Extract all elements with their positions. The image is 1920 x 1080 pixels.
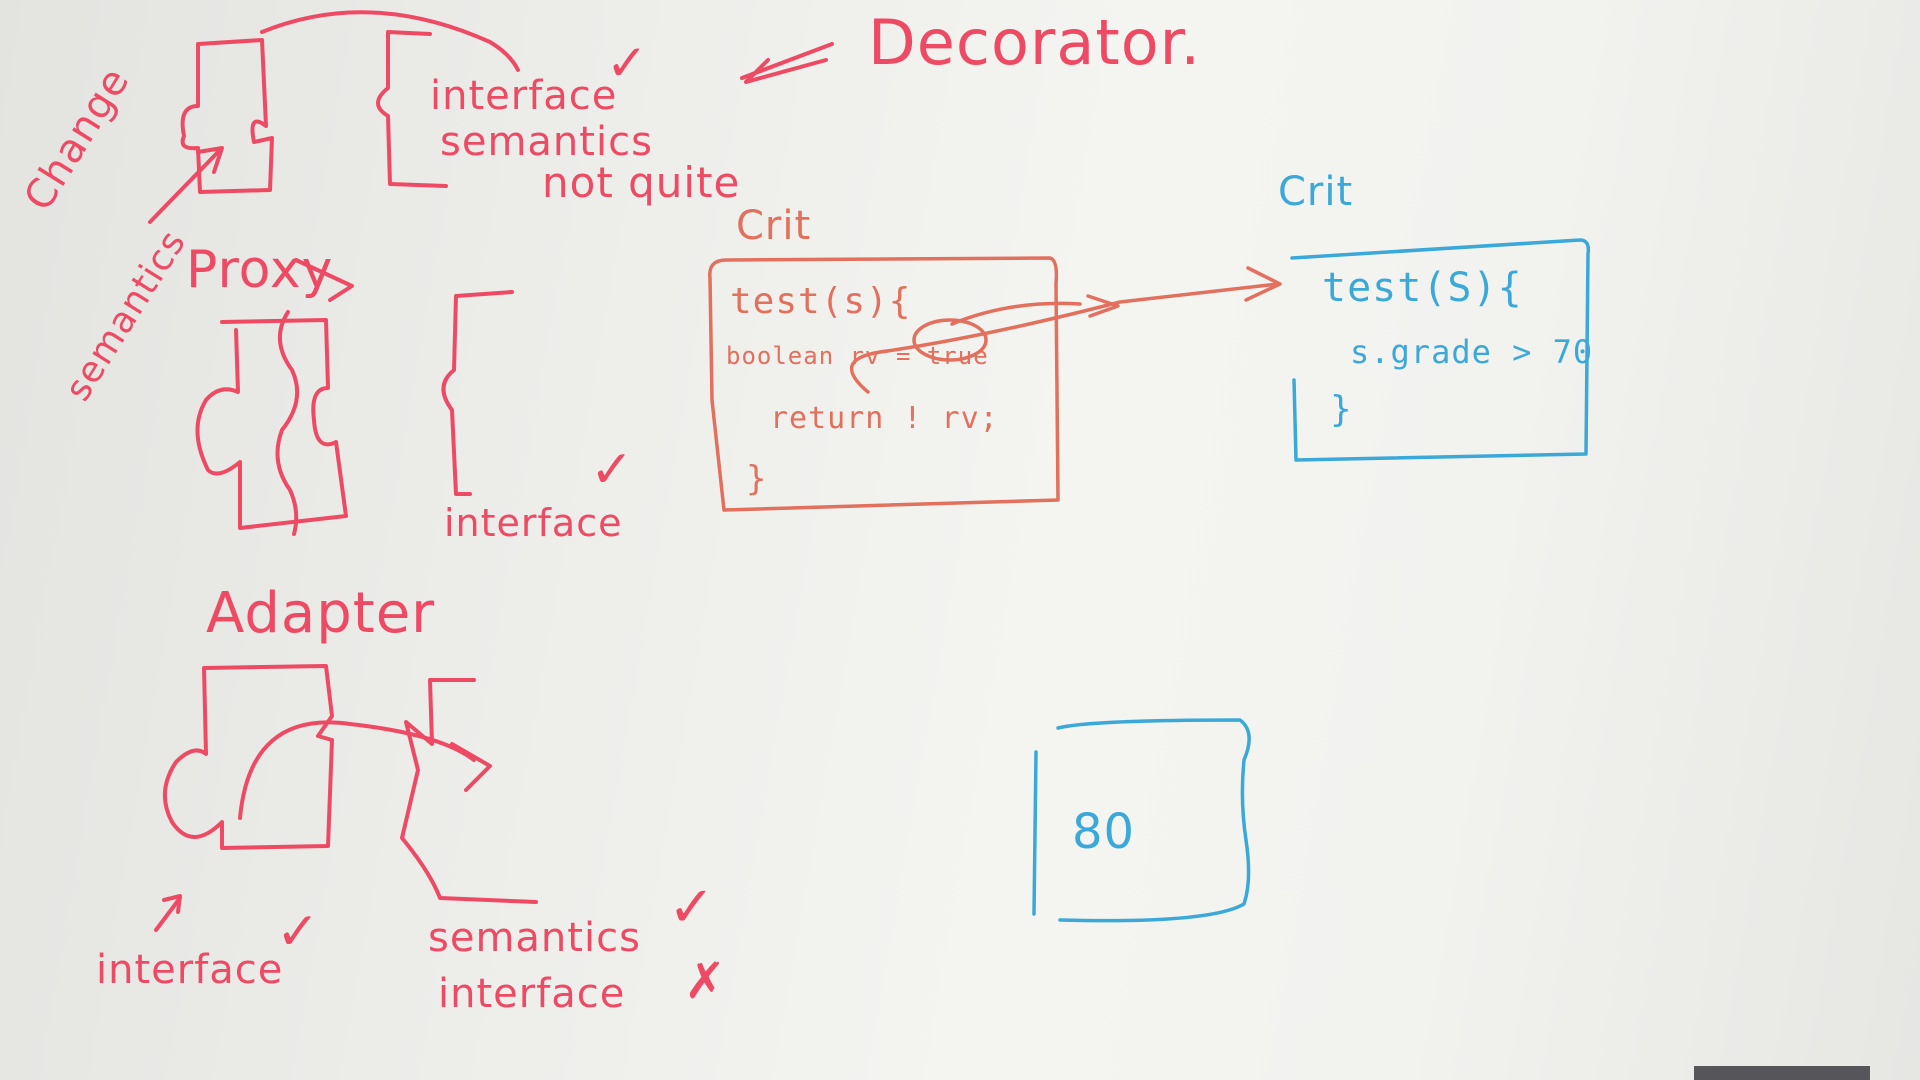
crit-left-box (708, 256, 1060, 512)
crit-left-code-line-2: boolean rv = true (726, 342, 989, 370)
adapter-semantics-check: ✓ (668, 875, 716, 940)
adapter-interface-pointer (154, 894, 182, 932)
proxy-interface-bracket (441, 290, 514, 496)
decorator-pointer-arrow (740, 42, 834, 84)
decorator-interface-label: interface (430, 73, 618, 119)
adapter-component-shape (162, 664, 334, 850)
decorator-interface-check: ✓ (606, 34, 649, 92)
student-box-value: 80 (1072, 804, 1136, 860)
crit-left-code-line-4: } (746, 459, 768, 499)
adapter-semantics-label: semantics (428, 915, 641, 961)
decorator-semantics-arrow (260, 10, 520, 72)
adapter-target-interface-bracket (400, 678, 538, 904)
crit-left-code-line-1: test(s){ (730, 281, 912, 322)
decorator-semantics-label: semantics (440, 119, 653, 165)
adapter-interface2-label: interface (438, 971, 626, 1017)
adapter-interface-check: ✓ (276, 902, 321, 962)
proxy-interface-label: interface (444, 501, 623, 545)
crit-left-to-right-arrow (849, 266, 1282, 394)
crit-right-box (1290, 238, 1591, 462)
change-semantics-arrow (148, 146, 224, 224)
marker-tray (1694, 1066, 1870, 1080)
proxy-component-shape (195, 258, 354, 536)
crit-left-code-line-3: return ! rv; (770, 401, 999, 436)
crit-right-heading: Crit (1278, 169, 1354, 215)
proxy-interface-check: ✓ (590, 440, 635, 500)
decorator-interface-bracket (376, 30, 448, 188)
crit-right-code-line-1: test(S){ (1322, 265, 1523, 311)
crit-left-true-circle (912, 318, 988, 362)
adapter-translation-arrow (238, 720, 492, 820)
decorator-not-quite-label: not quite (542, 158, 741, 207)
student-box (1032, 718, 1251, 923)
proxy-title: Proxy (186, 240, 334, 300)
crit-right-code-line-2: s.grade > 70 (1350, 333, 1594, 371)
adapter-title: Adapter (206, 581, 436, 646)
crit-right-code-line-3: } (1330, 389, 1353, 430)
adapter-interface-label: interface (96, 947, 284, 993)
crit-left-heading: Crit (736, 203, 812, 249)
decorator-title: Decorator. (868, 6, 1202, 79)
adapter-interface2-mark: ✗ (684, 952, 727, 1010)
decorator-component-shape (180, 38, 274, 194)
